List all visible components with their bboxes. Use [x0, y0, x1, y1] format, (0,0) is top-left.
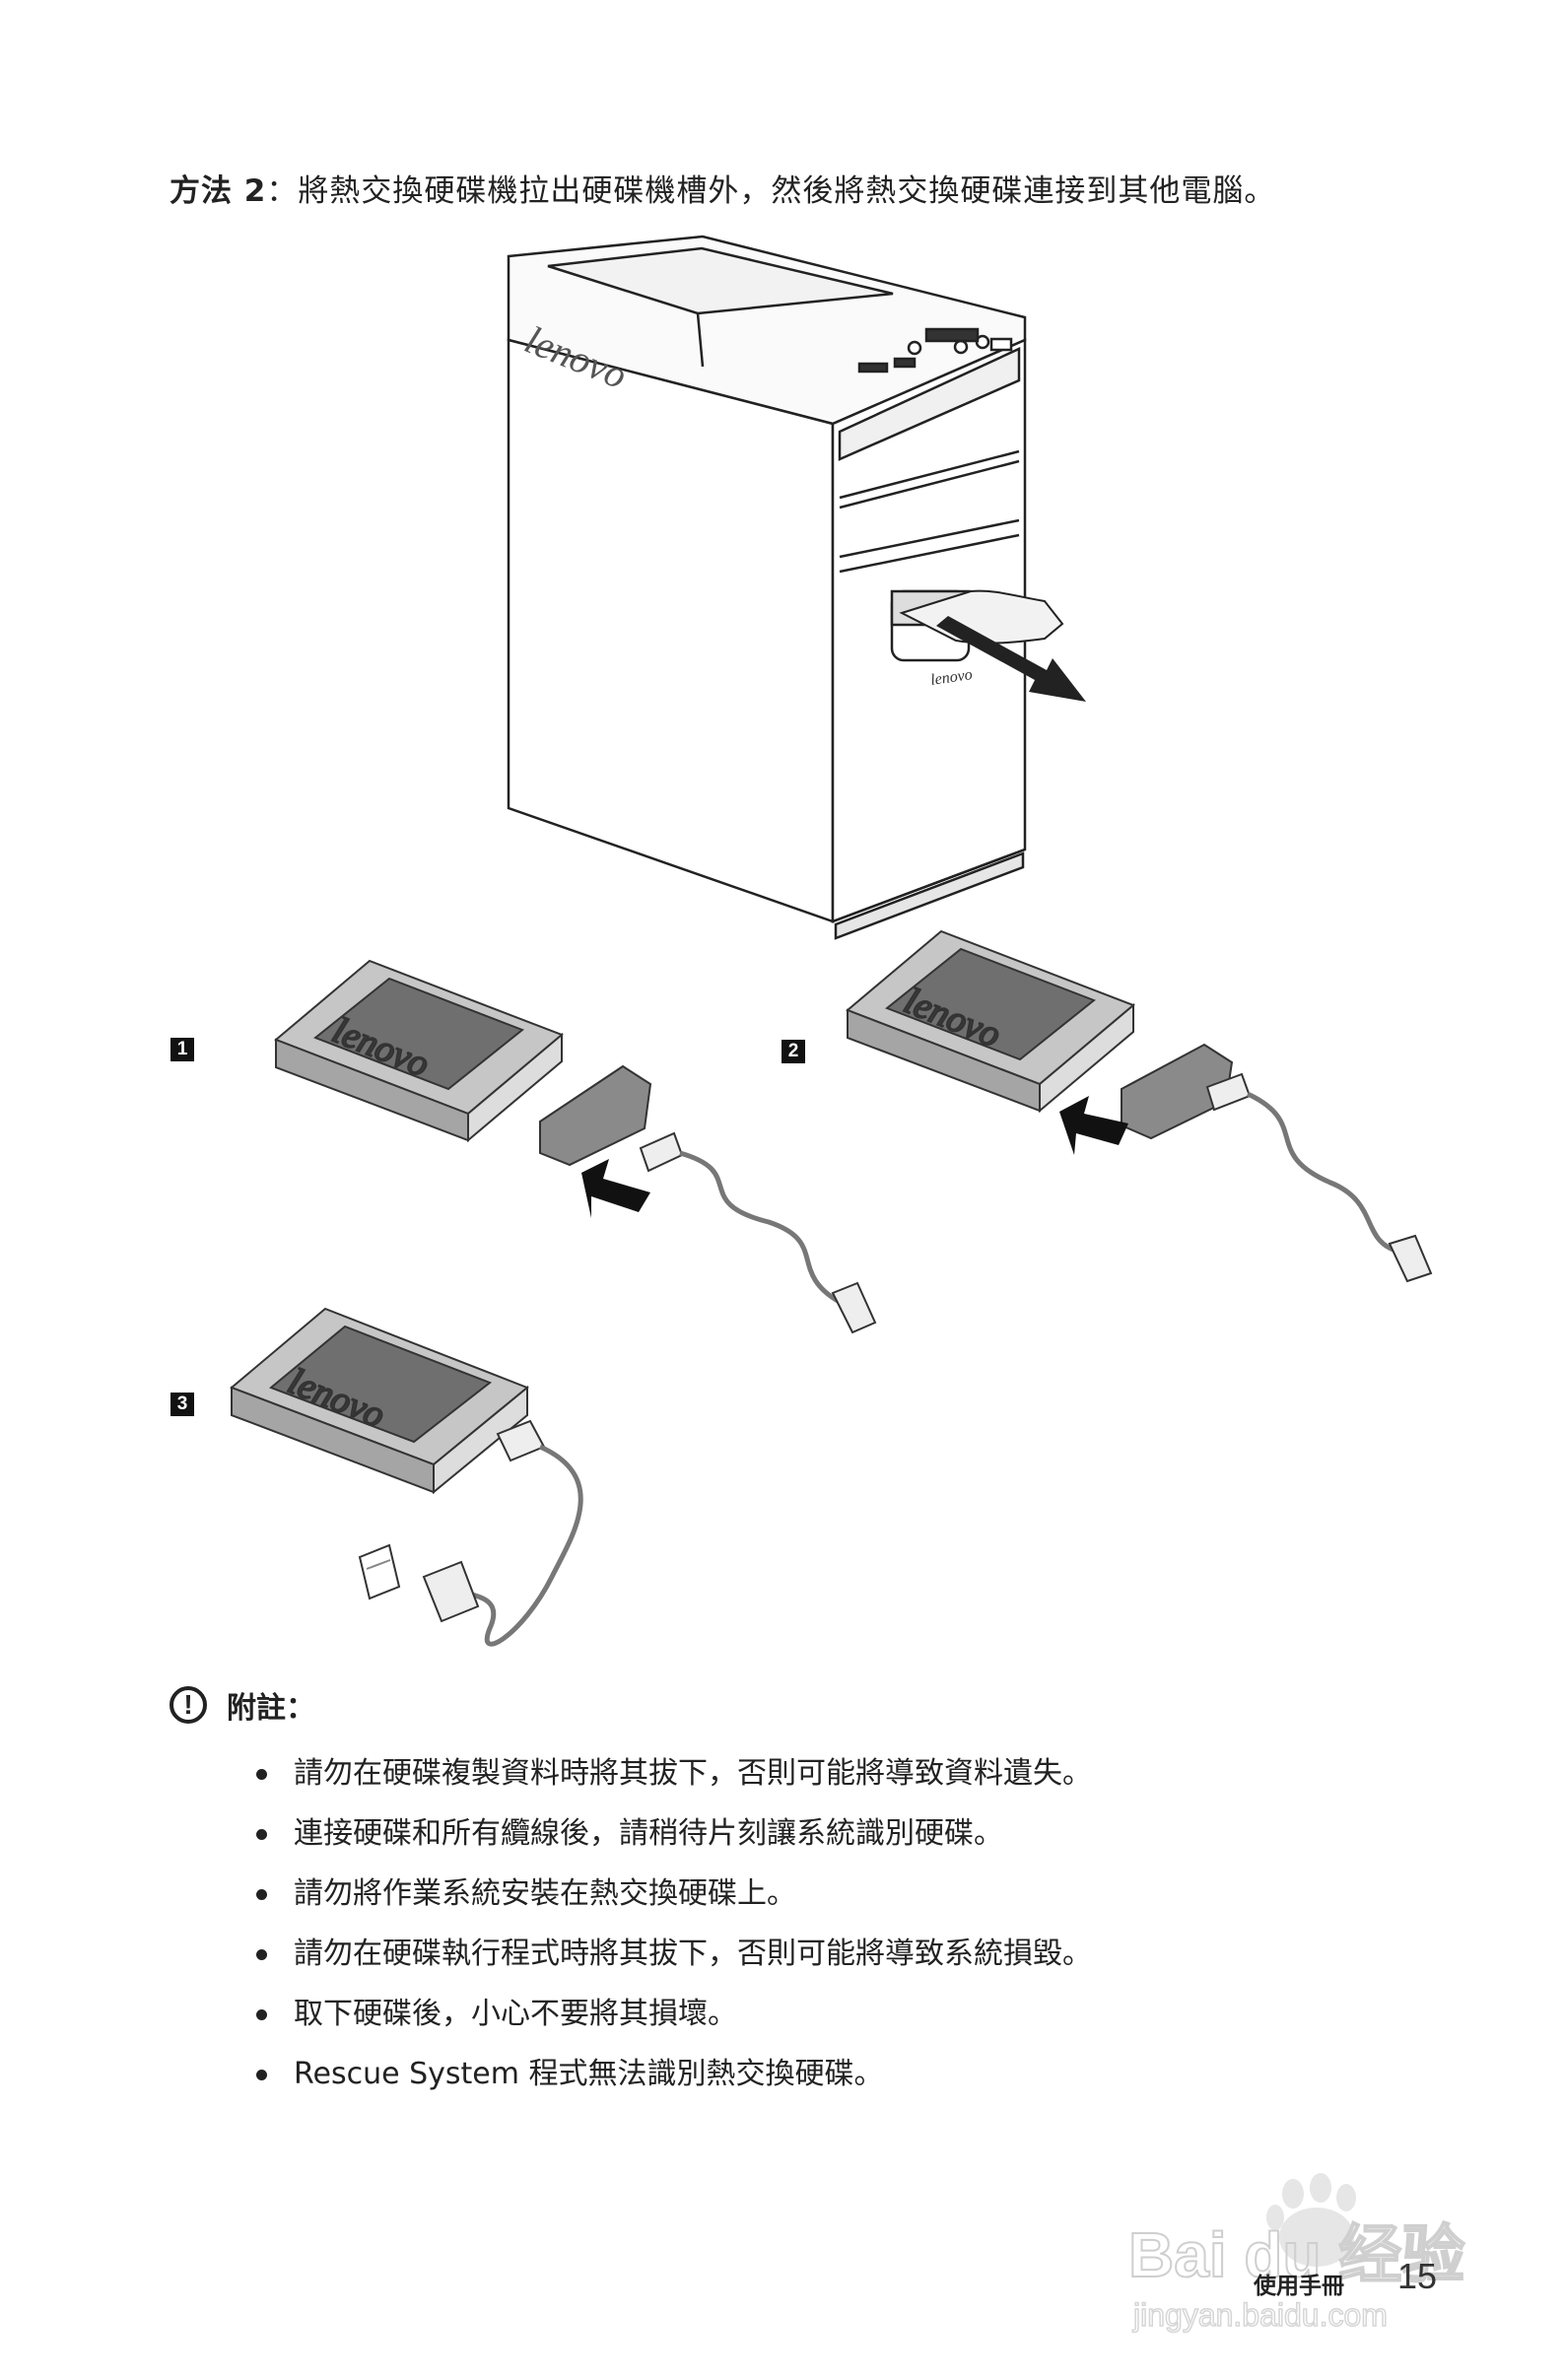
paw-icon [1266, 2173, 1356, 2267]
step-1-drive: lenovo [274, 959, 564, 1143]
note-item: 請勿在硬碟執行程式時將其拔下，否則可能將導致系統損毀。 [251, 1933, 1092, 1993]
footer-section-label: 使用手冊 [1254, 2274, 1344, 2299]
method-label: 方法 2 [170, 173, 267, 209]
intro-text: ：將熱交換硬碟機拉出硬碟機槽外，然後將熱交換硬碟連接到其他電腦。 [266, 173, 1276, 209]
step-1-badge: 1 [170, 1038, 194, 1061]
desktop-tower [507, 235, 1027, 940]
step-3-drive: lenovo [230, 1307, 529, 1495]
svg-text:lenovo: lenovo [929, 666, 974, 689]
watermark-brand: Bai du 经验 [1128, 2219, 1464, 2290]
exclamation-circle-icon: ! [170, 1686, 207, 1724]
step-2-drive: lenovo [846, 929, 1135, 1114]
step-3-cable [358, 1419, 583, 1647]
page-number: 15 [1397, 2256, 1438, 2296]
step-1-connector [539, 1064, 877, 1334]
note-item: Rescue System 程式無法識別熱交換硬碟。 [251, 2053, 1092, 2113]
note-header: ! 附註： [170, 1680, 315, 1730]
step-1-arrow [581, 1159, 650, 1218]
step-2-arrow [1059, 1096, 1128, 1155]
pull-arrow [936, 616, 1086, 702]
baidu-watermark: Bai du 经验 jingyan.baidu.com [1127, 2173, 1465, 2334]
note-item: 請勿在硬碟複製資料時將其拔下，否則可能將導致資料遺失。 [251, 1752, 1092, 1812]
hot-swap-illustration: lenovo lenovo lenovo lenovo [230, 235, 1433, 1647]
note-item: 連接硬碟和所有纜線後，請稍待片刻讓系統識別硬碟。 [251, 1812, 1092, 1872]
note-list: 請勿在硬碟複製資料時將其拔下，否則可能將導致資料遺失。 連接硬碟和所有纜線後，請… [251, 1752, 1092, 2113]
watermark-url: jingyan.baidu.com [1132, 2297, 1388, 2333]
note-title: 附註： [227, 1691, 315, 1726]
note-item: 請勿將作業系統安裝在熱交換硬碟上。 [251, 1872, 1092, 1933]
intro-paragraph: 方法 2：將熱交換硬碟機拉出硬碟機槽外，然後將熱交換硬碟連接到其他電腦。 [170, 166, 1275, 210]
step-2-badge: 2 [782, 1040, 805, 1063]
step-3-badge: 3 [170, 1393, 194, 1416]
note-item: 取下硬碟後，小心不要將其損壞。 [251, 1993, 1092, 2053]
step-2-connector [1121, 1043, 1433, 1283]
